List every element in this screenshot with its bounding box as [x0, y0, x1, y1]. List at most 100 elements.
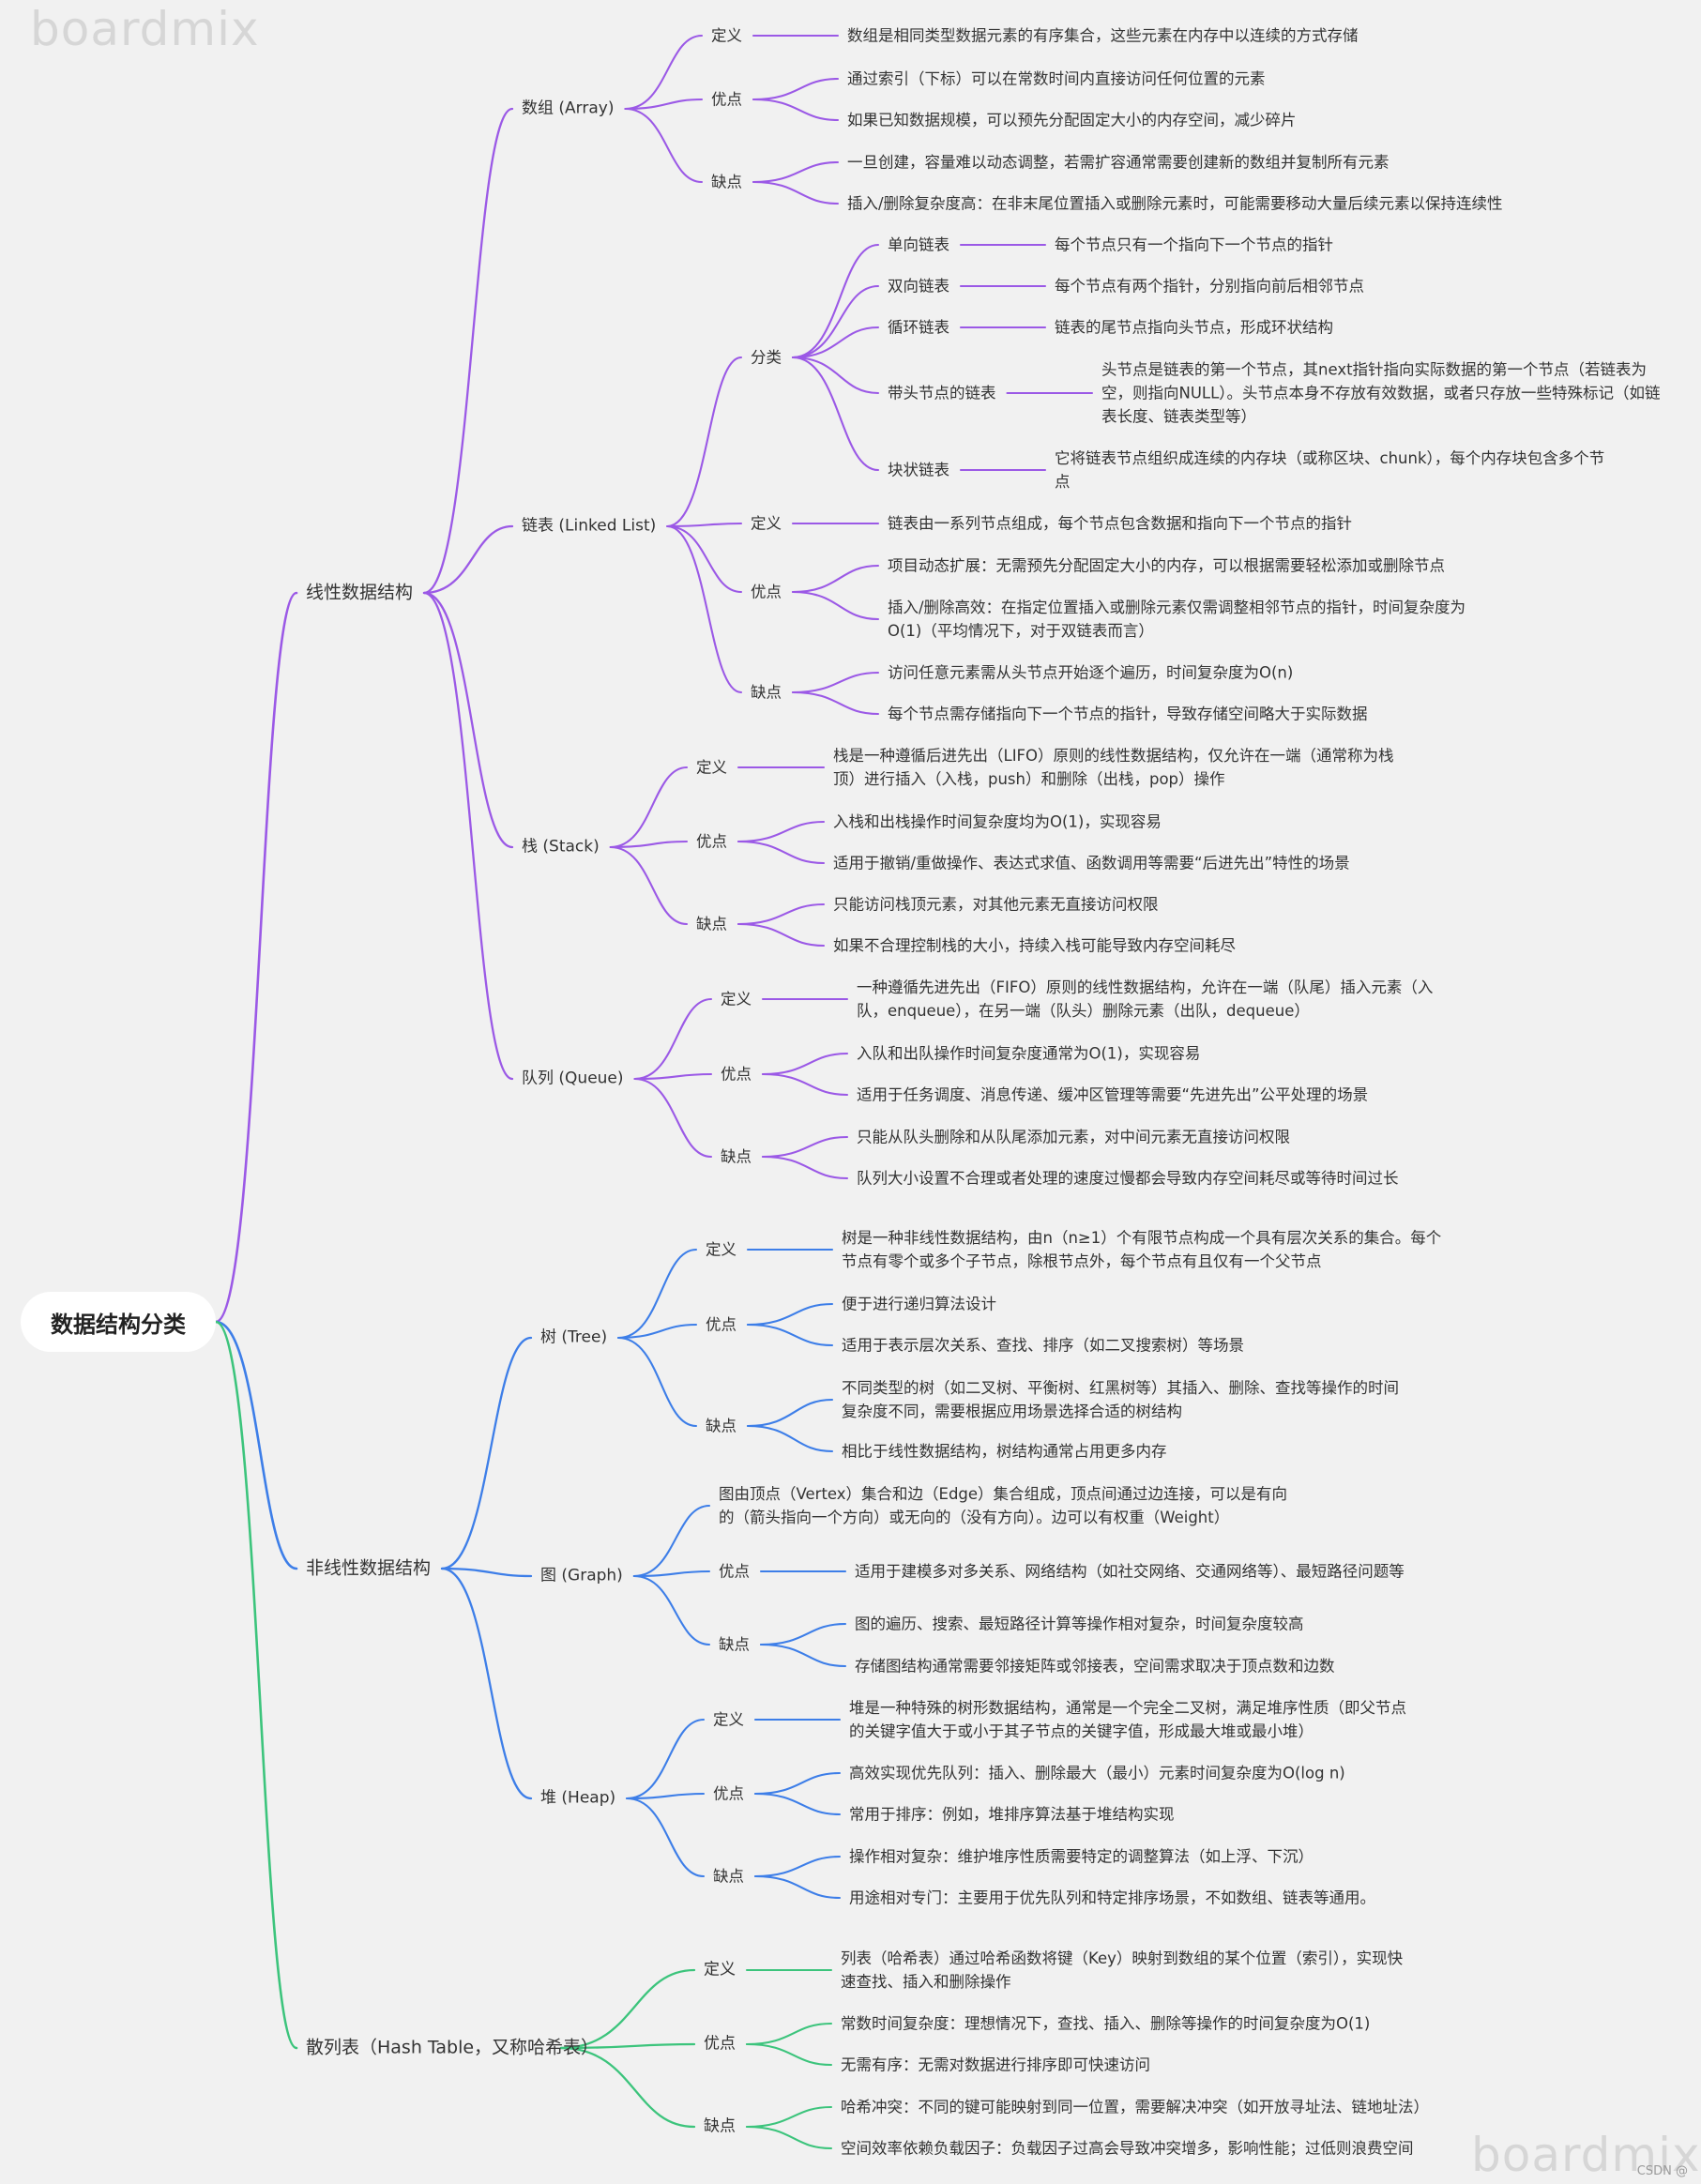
connector-0-1 — [422, 524, 514, 595]
branch-node-2-1[interactable]: 优点 — [704, 2034, 736, 2054]
leaf-node-1-0-0-0[interactable]: 树是一种非线性数据结构，由n（n≥1）个有限节点构成一个具有层次关系的集合。每个… — [842, 1229, 1442, 1270]
connector-0-2-2-1 — [737, 922, 826, 948]
leaf-node-1-0-1-0[interactable]: 便于进行递归算法设计 — [842, 1295, 996, 1313]
leaf-node-2-1-0[interactable]: 常数时间复杂度：理想情况下，查找、插入、删除等操作的时间复杂度为O(1) — [841, 2014, 1371, 2033]
leaf-node-0-2-1-1[interactable]: 适用于撤销/重做操作、表达式求值、函数调用等需要“后进先出”特性的场景 — [833, 854, 1350, 872]
connector-1-2-1-0 — [753, 1771, 842, 1796]
connector-0-2-1-0 — [737, 820, 826, 843]
branch-node-1-2-2[interactable]: 缺点 — [713, 1867, 744, 1886]
leaf-node-0-3-2-0[interactable]: 只能从队头删除和从队尾添加元素，对中间元素无直接访问权限 — [857, 1128, 1290, 1146]
connector-0-2-1-1 — [737, 840, 826, 865]
connector-1-1-2-0 — [759, 1622, 847, 1646]
leaf-node-0-0-2-1[interactable]: 插入/删除复杂度高：在非末尾位置插入或删除元素时，可能需要移动大量后续元素以保持… — [847, 194, 1503, 213]
leaf-node-1-1-2-0[interactable]: 图的遍历、搜索、最短路径计算等操作相对复杂，时间复杂度较高 — [855, 1615, 1304, 1633]
branch-node-1-0-0[interactable]: 定义 — [706, 1240, 737, 1259]
leaf-node-0-1-0-4-0[interactable]: 它将链表节点组织成连续的内存块（或称区块、chunk），每个内存块包含多个节点 — [1055, 449, 1605, 491]
branch-node-0-0-1[interactable]: 优点 — [711, 90, 742, 109]
branch-node-1-1-2[interactable]: 缺点 — [719, 1635, 750, 1654]
branch-node-1-2[interactable]: 堆 (Heap) — [540, 1788, 616, 1808]
branch-node-1-2-0[interactable]: 定义 — [713, 1710, 744, 1729]
leaf-node-0-3-0-0[interactable]: 一种遵循先进先出（FIFO）原则的线性数据结构，允许在一端（队尾）插入元素（入队… — [857, 978, 1434, 1020]
leaf-node-1-2-2-1[interactable]: 用途相对专门：主要用于优先队列和特定排序场景，不如数组、链表等通用。 — [849, 1888, 1375, 1907]
leaf-node-0-0-1-1[interactable]: 如果已知数据规模，可以预先分配固定大小的内存空间，减少碎片 — [847, 111, 1297, 129]
branch-node-0-1-0[interactable]: 分类 — [751, 348, 782, 367]
branch-node-0-0-0[interactable]: 定义 — [711, 26, 742, 45]
connector-0-1-2-1 — [791, 590, 880, 621]
branch-node-0[interactable]: 线性数据结构 — [306, 582, 414, 603]
branch-node-0-0-2[interactable]: 缺点 — [711, 173, 742, 191]
leaf-node-1-1-2-1[interactable]: 存储图结构通常需要邻接矩阵或邻接表，空间需求取决于顶点数和边数 — [855, 1657, 1335, 1676]
branch-node-2-0[interactable]: 定义 — [704, 1960, 736, 1979]
branch-node-1-0-1[interactable]: 优点 — [706, 1315, 737, 1334]
leaf-node-0-1-2-0[interactable]: 项目动态扩展：无需预先分配固定大小的内存，可以根据需要轻松添加或删除节点 — [888, 556, 1445, 575]
leaf-node-1-2-0-0[interactable]: 堆是一种特殊的树形数据结构，通常是一个完全二叉树，满足堆序性质（即父节点的关键字… — [849, 1699, 1406, 1740]
leaf-node-0-0-2-0[interactable]: 一旦创建，容量难以动态调整，若需扩容通常需要创建新的数组并复制所有元素 — [847, 153, 1390, 172]
leaf-node-0-2-2-0[interactable]: 只能访问栈顶元素，对其他元素无直接访问权限 — [833, 895, 1159, 914]
branch-node-1[interactable]: 非线性数据结构 — [306, 1557, 432, 1579]
branch-node-0-2-2[interactable]: 缺点 — [696, 915, 727, 933]
branch-node-0-1[interactable]: 链表 (Linked List) — [522, 516, 657, 536]
branch-node-0-2-0[interactable]: 定义 — [696, 758, 727, 777]
leaf-node-2-2-0[interactable]: 哈希冲突：不同的键可能映射到同一位置，需要解决冲突（如开放寻址法、链地址法） — [841, 2098, 1429, 2116]
leaf-node-2-2-1[interactable]: 空间效率依赖负载因子：负载因子过高会导致冲突增多，影响性能；过低则浪费空间 — [841, 2139, 1414, 2158]
connector-0-0-1-0 — [752, 77, 840, 101]
branch-node-1-0-2[interactable]: 缺点 — [706, 1417, 737, 1435]
connector-0 — [214, 591, 298, 1324]
connector-2-1-1 — [745, 2042, 833, 2067]
branch-node-0-2[interactable]: 栈 (Stack) — [522, 837, 600, 857]
connector-0-2-1 — [609, 840, 689, 849]
leaf-node-1-1-1-0[interactable]: 适用于建模多对多关系、网络结构（如社交网络、交通网络等）、最短路径问题等 — [855, 1562, 1405, 1581]
leaf-node-0-1-0-0-0[interactable]: 每个节点只有一个指向下一个节点的指针 — [1055, 235, 1333, 254]
leaf-node-0-3-1-0[interactable]: 入队和出队操作时间复杂度通常为O(1)，实现容易 — [857, 1044, 1201, 1063]
watermark-bottom: boardmix — [1471, 2128, 1701, 2182]
branch-node-0-1-2[interactable]: 优点 — [751, 583, 782, 601]
branch-node-1-2-1[interactable]: 优点 — [713, 1784, 744, 1803]
leaf-node-1-2-2-0[interactable]: 操作相对复杂：维护堆序性质需要特定的调整算法（如上浮、下沉） — [849, 1847, 1314, 1866]
connector-1-2-0 — [626, 1718, 706, 1800]
leaf-node-0-0-0-0[interactable]: 数组是相同类型数据元素的有序集合，这些元素在内存中以连续的方式存储 — [847, 26, 1359, 45]
branch-node-2[interactable]: 散列表（Hash Table，又称哈希表） — [306, 2037, 600, 2058]
leaf-node-0-3-2-1[interactable]: 队列大小设置不合理或者处理的速度过慢都会导致内存空间耗尽或等待时间过长 — [857, 1169, 1399, 1188]
connector-0-1-2-0 — [791, 564, 880, 594]
leaf-node-1-2-1-1[interactable]: 常用于排序：例如，堆排序算法基于堆结构实现 — [849, 1805, 1175, 1824]
branch-node-0-1-0-2[interactable]: 循环链表 — [888, 318, 949, 337]
leaf-node-1-1-0[interactable]: 图由顶点（Vertex）集合和边（Edge）集合组成，顶点间通过边连接，可以是有… — [719, 1485, 1288, 1526]
branch-node-0-1-3[interactable]: 缺点 — [751, 683, 782, 702]
leaf-node-0-1-0-1-0[interactable]: 每个节点有两个指针，分别指向前后相邻节点 — [1055, 277, 1364, 296]
branch-node-0-1-0-4[interactable]: 块状链表 — [888, 461, 949, 479]
branch-node-0-1-1[interactable]: 定义 — [751, 514, 782, 533]
branch-node-0-0[interactable]: 数组 (Array) — [522, 99, 615, 118]
leaf-node-1-2-1-0[interactable]: 高效实现优先队列：插入、删除最大（最小）元素时间复杂度为O(log n) — [849, 1764, 1345, 1782]
branch-node-0-1-0-3[interactable]: 带头节点的链表 — [888, 384, 996, 402]
branch-node-1-0[interactable]: 树 (Tree) — [540, 1327, 608, 1347]
branch-node-1-1-1[interactable]: 优点 — [719, 1562, 750, 1581]
leaf-node-2-1-1[interactable]: 无需有序：无需对数据进行排序即可快速访问 — [841, 2055, 1150, 2074]
leaf-node-0-3-1-1[interactable]: 适用于任务调度、消息传递、缓冲区管理等需要“先进先出”公平处理的场景 — [857, 1085, 1369, 1104]
leaf-node-1-0-2-1[interactable]: 相比于线性数据结构，树结构通常占用更多内存 — [842, 1442, 1167, 1461]
leaf-node-2-0-0[interactable]: 列表（哈希表）通过哈希函数将键（Key）映射到数组的某个位置（索引），实现快速查… — [841, 1949, 1404, 1991]
leaf-node-0-1-1-0[interactable]: 链表由一系列节点组成，每个节点包含数据和指向下一个节点的指针 — [888, 514, 1352, 533]
leaf-node-0-2-1-0[interactable]: 入栈和出栈操作时间复杂度均为O(1)，实现容易 — [833, 812, 1162, 831]
connector-0-0 — [422, 107, 514, 595]
leaf-node-0-1-3-0[interactable]: 访问任意元素需从头节点开始逐个遍历，时间复杂度为O(n) — [888, 663, 1294, 682]
branch-node-2-2[interactable]: 缺点 — [704, 2116, 736, 2136]
branch-node-1-1[interactable]: 图 (Graph) — [540, 1566, 623, 1585]
leaf-node-0-1-3-1[interactable]: 每个节点需存储指向下一个节点的指针，导致存储空间略大于实际数据 — [888, 705, 1368, 723]
branch-node-0-3-0[interactable]: 定义 — [721, 990, 752, 1009]
branch-node-0-3-2[interactable]: 缺点 — [721, 1147, 752, 1166]
branch-node-0-3[interactable]: 队列 (Queue) — [522, 1069, 624, 1088]
leaf-node-0-0-1-0[interactable]: 通过索引（下标）可以在常数时间内直接访问任何位置的元素 — [847, 69, 1266, 88]
leaf-node-0-2-2-1[interactable]: 如果不合理控制栈的大小，持续入栈可能导致内存空间耗尽 — [833, 936, 1236, 955]
leaf-node-1-0-2-0[interactable]: 不同类型的树（如二叉树、平衡树、红黑树等）其插入、删除、查找等操作的时间复杂度不… — [842, 1379, 1399, 1420]
leaf-node-0-1-2-1[interactable]: 插入/删除高效：在指定位置插入或删除元素仅需调整相邻节点的指针，时间复杂度为O(… — [888, 599, 1466, 640]
connector-0-2-2 — [609, 845, 689, 926]
leaf-node-0-1-0-2-0[interactable]: 链表的尾节点指向头节点，形成环状结构 — [1055, 318, 1333, 337]
leaf-node-0-1-0-3-0[interactable]: 头节点是链表的第一个节点，其next指针指向实际数据的第一个节点（若链表为空，则… — [1101, 360, 1661, 426]
branch-node-0-1-0-0[interactable]: 单向链表 — [888, 235, 949, 254]
leaf-node-0-2-0-0[interactable]: 栈是一种遵循后进先出（LIFO）原则的线性数据结构，仅允许在一端（通常称为栈顶）… — [833, 747, 1394, 788]
branch-node-0-3-1[interactable]: 优点 — [721, 1065, 752, 1084]
branch-node-0-2-1[interactable]: 优点 — [696, 832, 727, 851]
branch-node-0-1-0-1[interactable]: 双向链表 — [888, 277, 949, 296]
leaf-node-1-0-1-1[interactable]: 适用于表示层次关系、查找、排序（如二叉搜索树）等场景 — [842, 1336, 1244, 1355]
root-node[interactable]: 数据结构分类 — [21, 1292, 216, 1352]
